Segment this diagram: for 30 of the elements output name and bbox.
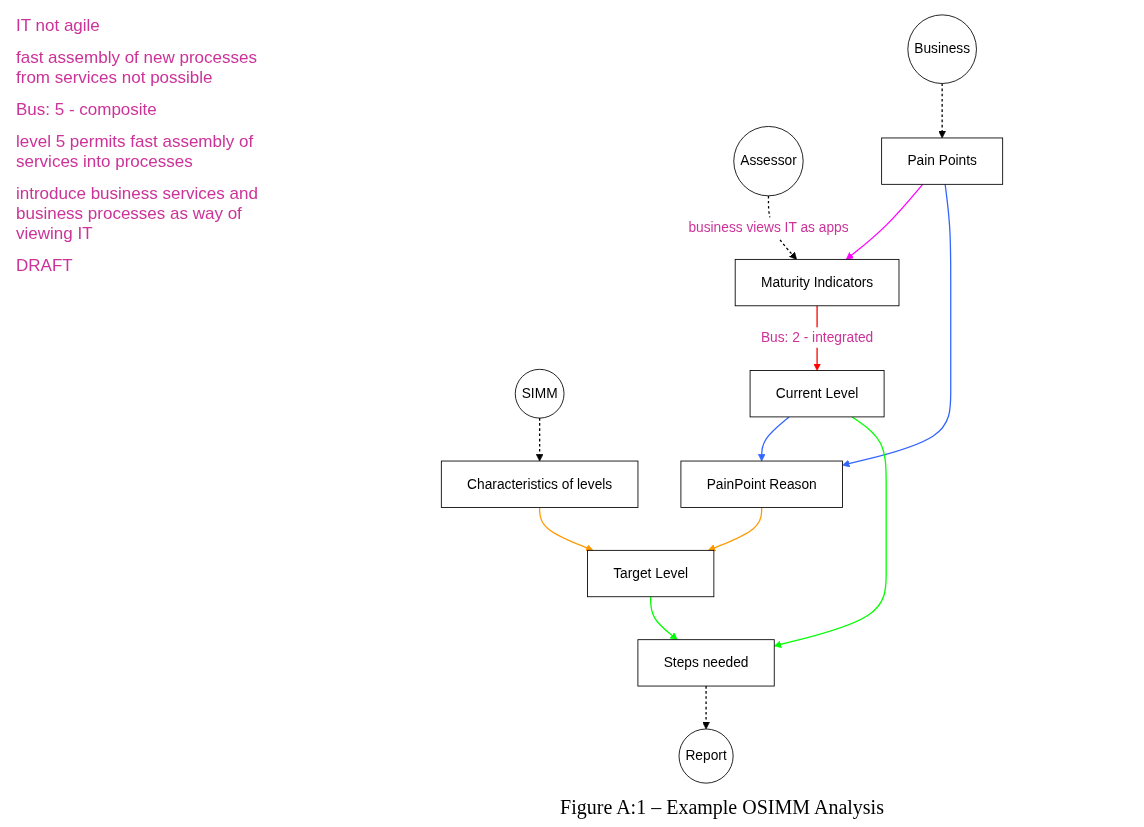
- note-text: introduce business services and business processes as way of viewing IT: [16, 184, 259, 244]
- node-circle: Report: [678, 728, 734, 784]
- arrow: [757, 416, 790, 462]
- node-box: Target Level: [587, 549, 715, 598]
- node-circle: Business: [907, 14, 977, 84]
- arrow: [773, 416, 887, 648]
- arrow: [938, 82, 946, 139]
- arrow: [707, 506, 763, 552]
- node-circle: Assessor: [733, 126, 804, 197]
- edge-label: business views IT as apps: [688, 219, 849, 235]
- node-box: Characteristics of levels: [440, 460, 639, 508]
- note-text: IT not agile: [16, 16, 101, 36]
- arrow: [845, 183, 924, 260]
- node-circle: SIMM: [514, 368, 565, 419]
- arrow: [702, 685, 710, 730]
- note-text: level 5 permits fast assembly of services into processes: [16, 132, 255, 172]
- note-text: fast assembly of new processes from services not possible: [16, 48, 258, 88]
- arrow: [650, 596, 678, 640]
- arrow: [535, 417, 544, 462]
- edge-label: Bus: 2 - integrated: [760, 329, 874, 345]
- node-box: Pain Points: [881, 137, 1004, 185]
- arrow: [842, 183, 952, 468]
- figure-caption: Figure A:1 – Example OSIMM Analysis: [560, 796, 884, 819]
- node-box: Current Level: [749, 370, 885, 418]
- arrow: [539, 506, 594, 552]
- note-text: DRAFT: [16, 256, 74, 276]
- node-box: Maturity Indicators: [734, 258, 900, 307]
- node-box: PainPoint Reason: [680, 460, 843, 508]
- node-box: Steps needed: [637, 639, 775, 687]
- note-text: Bus: 5 - composite: [16, 100, 158, 120]
